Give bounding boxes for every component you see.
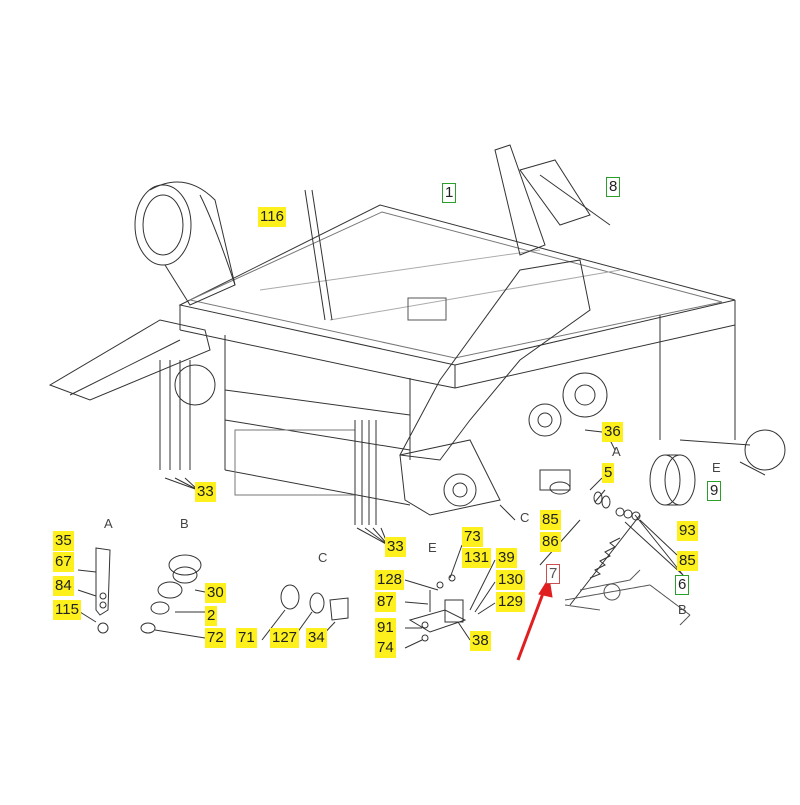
label-30: 30: [205, 583, 226, 603]
label-8: 8: [606, 177, 621, 197]
label-5: 5: [602, 463, 615, 483]
section-b-main: B: [678, 602, 687, 617]
label-130: 130: [496, 570, 526, 590]
label-72: 72: [205, 628, 226, 648]
hydraulic-cylinder: [494, 144, 611, 256]
section-b-detail: B: [180, 516, 189, 531]
label-7: 7: [546, 564, 561, 584]
label-93: 93: [677, 521, 698, 541]
pointer-arrow: [516, 576, 553, 661]
label-84: 84: [53, 576, 74, 596]
label-128: 128: [375, 570, 405, 590]
label-6: 6: [675, 575, 690, 595]
detail-b-outline: [564, 569, 691, 626]
section-a-main: A: [612, 444, 621, 459]
spout: [134, 181, 236, 306]
label-73: 73: [462, 527, 483, 547]
left-arm: [48, 319, 216, 470]
label-91: 91: [375, 618, 396, 638]
drive-assembly: [399, 259, 608, 516]
frame-outline: [178, 204, 751, 506]
section-e-detail: E: [428, 540, 437, 555]
label-67: 67: [53, 552, 74, 572]
label-39: 39: [496, 548, 517, 568]
label-85-right: 85: [677, 551, 698, 571]
detail-a-parts: [77, 547, 111, 634]
misc-leaders: [499, 439, 616, 521]
label-2: 2: [205, 606, 218, 626]
label-131: 131: [462, 548, 492, 568]
label-34: 34: [306, 628, 327, 648]
leader-lines: [164, 429, 684, 576]
label-116: 116: [258, 207, 286, 227]
label-9: 9: [707, 481, 722, 501]
spring: [569, 507, 641, 606]
label-1: 1: [442, 183, 457, 203]
side-panels: [234, 420, 377, 525]
detail-b-parts: [140, 554, 206, 639]
section-c-main: C: [520, 510, 530, 525]
detail-e-parts: [404, 544, 496, 649]
label-129: 129: [496, 592, 526, 612]
rod: [304, 189, 333, 321]
label-71: 71: [236, 628, 257, 648]
section-e-main: E: [712, 460, 721, 475]
label-115: 115: [53, 600, 81, 620]
label-127: 127: [270, 628, 300, 648]
label-36: 36: [602, 422, 623, 442]
label-33-left: 33: [195, 482, 216, 502]
label-74: 74: [375, 638, 396, 658]
label-33-center: 33: [385, 537, 406, 557]
label-87: 87: [375, 592, 396, 612]
label-86: 86: [540, 532, 561, 552]
label-85-top: 85: [540, 510, 561, 530]
detail-circle-e: [739, 429, 786, 476]
section-a-detail: A: [104, 516, 113, 531]
label-38: 38: [470, 631, 491, 651]
washers: [549, 481, 611, 509]
section-c-detail: C: [318, 550, 328, 565]
label-35: 35: [53, 531, 74, 551]
pulley: [649, 454, 696, 506]
